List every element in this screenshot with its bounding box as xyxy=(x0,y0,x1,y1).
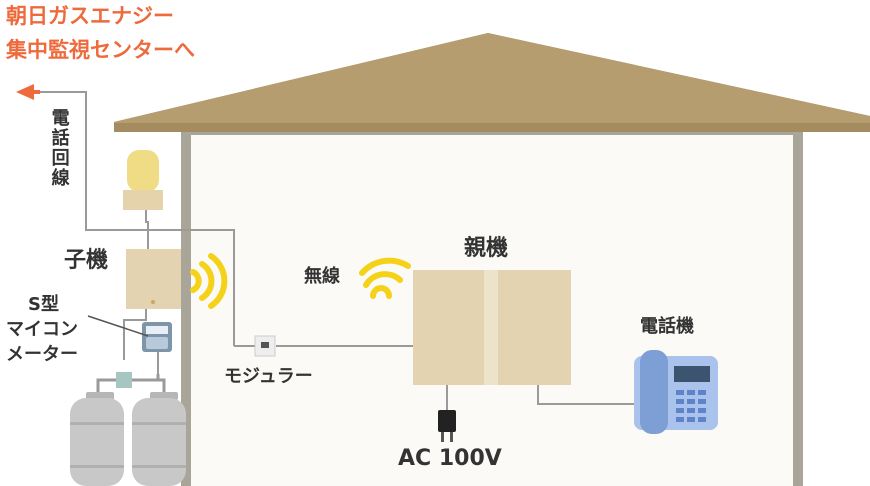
title-line-2: 集中監視センターへ xyxy=(6,38,195,62)
meter-label-2: マイコン xyxy=(6,319,78,340)
child-unit-label: 子機 xyxy=(64,248,109,273)
child-unit-box xyxy=(126,249,181,309)
telephone-label: 電話機 xyxy=(640,316,694,337)
modular-jack-icon xyxy=(254,335,276,357)
modular-label: モジュラー xyxy=(224,366,313,387)
house-roof xyxy=(114,33,870,132)
gas-meter-icon xyxy=(142,322,172,374)
warning-lamp-icon xyxy=(123,150,163,210)
power-label: AC 100V xyxy=(398,446,502,471)
wireless-label: 無線 xyxy=(304,266,340,287)
phone-line-label: 電話回線 xyxy=(48,108,70,188)
title-line-1: 朝日ガスエナジー xyxy=(6,4,174,28)
child-meter-wire xyxy=(123,309,147,360)
meter-pointer-line xyxy=(87,315,149,337)
power-plug-icon xyxy=(438,410,456,442)
gas-cylinder-icon xyxy=(132,392,186,486)
phone-wire xyxy=(537,385,636,405)
meter-label-1: S型 xyxy=(28,294,59,315)
gas-cylinder-icon xyxy=(70,392,124,486)
telephone-icon xyxy=(634,350,718,434)
wireless-signal-icon xyxy=(359,257,411,299)
lamp-wire xyxy=(145,210,149,250)
wireless-signal-icon xyxy=(190,253,228,309)
parent-unit-label: 親機 xyxy=(464,236,509,261)
meter-label-3: メーター xyxy=(6,344,78,365)
telephone-line xyxy=(30,91,235,346)
parent-unit-box xyxy=(413,270,571,385)
pipe-joint xyxy=(116,372,132,388)
